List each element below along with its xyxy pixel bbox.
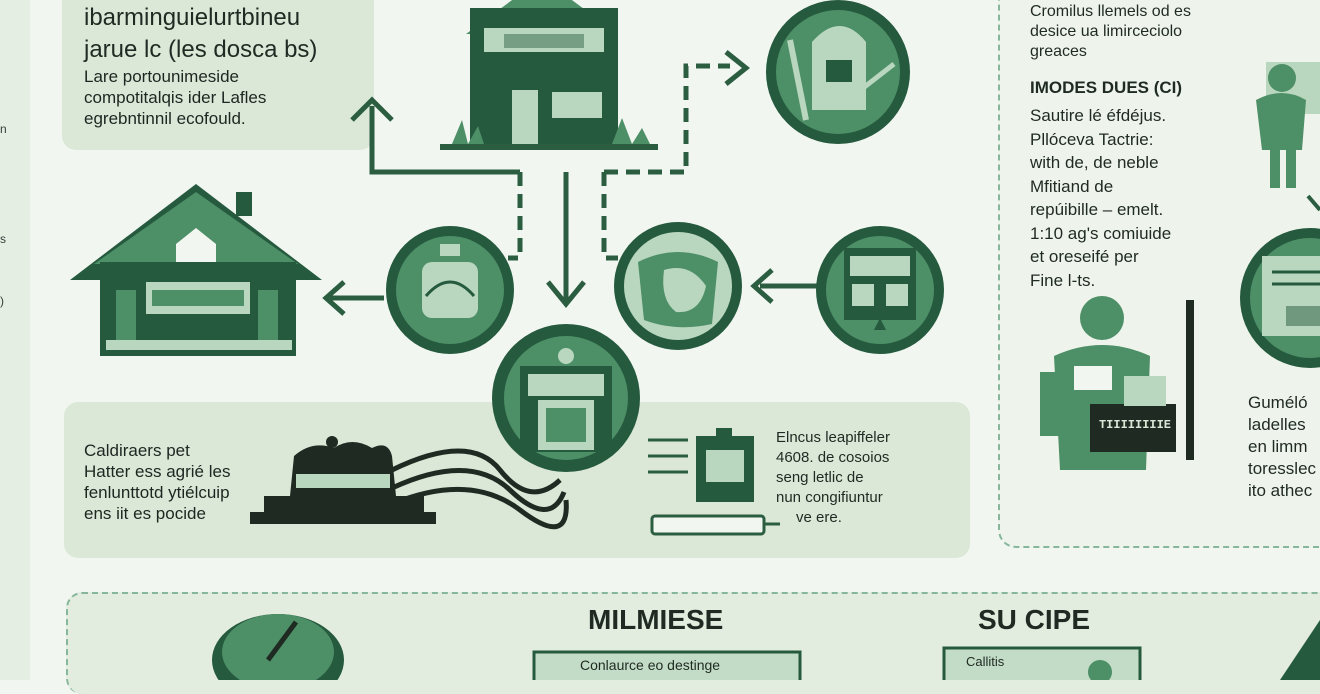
hvac-unit-circle-icon bbox=[386, 226, 514, 354]
worker-figure-icon bbox=[1256, 62, 1320, 188]
left-margin-strip: n s ) bbox=[0, 0, 30, 680]
margin-letter: ) bbox=[0, 294, 4, 308]
top-left-heading-2: jarue lc (les dosca bs) bbox=[84, 36, 318, 63]
top-left-heading-1: ibarminguielurtbineu bbox=[84, 4, 301, 31]
margin-letter: n bbox=[0, 122, 7, 136]
right-subheading: IMODES DUES (CI) bbox=[1030, 78, 1183, 97]
bottom-small-icon bbox=[1088, 660, 1112, 680]
bottom-title-2: SU CIPE bbox=[978, 604, 1091, 635]
bottom-label-box-1 bbox=[532, 650, 802, 680]
arrow-right-icon bbox=[724, 50, 751, 86]
connector-lines bbox=[330, 63, 820, 301]
diagram-graphics bbox=[70, 0, 1320, 680]
margin-letter: s bbox=[0, 232, 6, 246]
meter-device-icon bbox=[648, 428, 780, 536]
bottom-label-2: Callitis bbox=[966, 654, 1005, 669]
arrow-down-icon bbox=[1306, 194, 1320, 212]
window-panel-circle-icon bbox=[816, 226, 944, 354]
bottom-label-box-2 bbox=[942, 646, 1142, 680]
arrow-up-icon bbox=[350, 96, 394, 122]
sign-label: TIIIIIIIIE bbox=[1098, 418, 1171, 432]
person-with-sign-icon bbox=[1040, 296, 1194, 470]
top-left-body: Lare portounimeside compotitalqis ider L… bbox=[84, 67, 267, 128]
arrow-left-icon bbox=[322, 280, 346, 316]
right-body-text: Sautire lé éfdéjus. Pllóceva Tactrie: wi… bbox=[1030, 106, 1172, 290]
middle-left-text: Caldiraers pet Hatter ess agrié les fenl… bbox=[84, 441, 231, 523]
gauge-icon bbox=[212, 614, 344, 680]
top-left-panel bbox=[62, 0, 374, 150]
document-circle-icon bbox=[1240, 228, 1320, 368]
heat-pump-icon bbox=[250, 436, 569, 530]
arrow-down-icon bbox=[546, 280, 586, 308]
tool-bag-circle-icon bbox=[766, 0, 910, 144]
house-icon bbox=[440, 0, 658, 150]
arrow-left-icon bbox=[750, 268, 774, 304]
bottom-label-1: Conlaurce eo destinge bbox=[580, 657, 721, 673]
insulation-circle-icon bbox=[614, 222, 742, 350]
corner-shape bbox=[1280, 620, 1320, 680]
right-intro-text: Cromilus llemels od es desice ua limirce… bbox=[1030, 3, 1191, 60]
right-bottom-text: Guméló ladelles en limm toresslec ito at… bbox=[1248, 393, 1317, 500]
arrowhead-icons bbox=[322, 50, 774, 316]
bottom-title-1: MILMIESE bbox=[588, 604, 724, 635]
appliance-circle-icon bbox=[492, 324, 640, 472]
building-icon bbox=[70, 184, 322, 356]
middle-right-text: Elncus leapiffeler 4608. de cosoios seng… bbox=[776, 429, 890, 526]
